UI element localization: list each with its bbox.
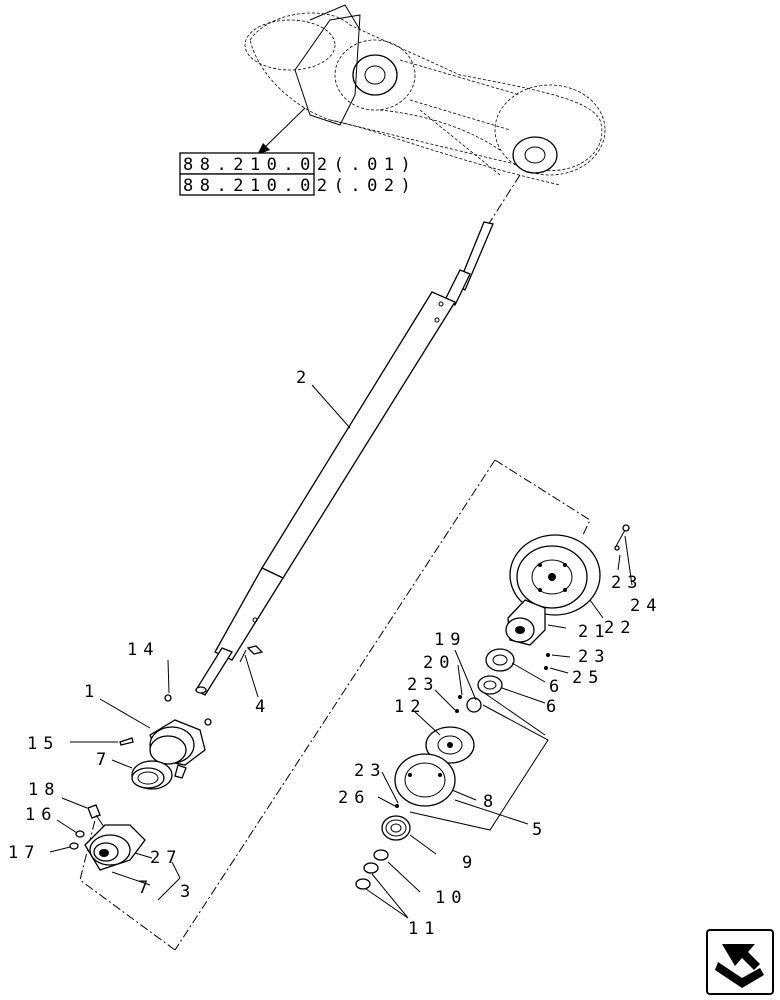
callout-10: 10 [435, 888, 467, 908]
callout-12: 12 [394, 697, 426, 717]
callout-20: 20 [423, 653, 455, 673]
callout-17: 17 [8, 843, 40, 863]
callout-16: 16 [25, 805, 57, 825]
callout-11: 11 [408, 919, 440, 939]
callout-23a: 23 [611, 573, 643, 593]
callout-26: 26 [338, 788, 370, 808]
shaft-part [195, 221, 494, 696]
reference-label-1: 88.210.02(.01) [183, 155, 417, 175]
callout-23b: 23 [578, 647, 610, 667]
callout-18: 18 [28, 780, 60, 800]
callout-6a: 6 [549, 677, 565, 697]
callout-15: 15 [27, 734, 59, 754]
callout-27: 27 [150, 848, 182, 868]
callout-25: 25 [572, 668, 604, 688]
navigate-arrow-icon[interactable] [706, 929, 774, 995]
callout-19: 19 [434, 630, 466, 650]
callout-2: 2 [296, 368, 312, 388]
reference-box-2[interactable]: 88.210.02(.02) [179, 173, 417, 196]
callout-7b: 7 [138, 878, 154, 898]
callout-24: 24 [630, 596, 662, 616]
callout-numbers: 2 14 1 15 7 18 16 17 27 7 3 4 23 24 22 2… [8, 368, 662, 939]
callout-5: 5 [532, 820, 548, 840]
callout-8: 8 [483, 792, 499, 812]
belt-drive-assembly-illustration [244, 4, 606, 186]
leader-lines [49, 384, 633, 919]
callout-23c: 23 [407, 675, 439, 695]
callout-6b: 6 [546, 697, 562, 717]
callout-7a: 7 [96, 750, 112, 770]
callout-1: 1 [84, 682, 100, 702]
reference-box-1[interactable]: 88.210.02(.01) [179, 152, 417, 175]
callout-3: 3 [180, 882, 196, 902]
reference-label-2: 88.210.02(.02) [183, 176, 417, 196]
callout-23d: 23 [354, 761, 386, 781]
callout-4: 4 [255, 697, 271, 717]
callout-9: 9 [462, 853, 478, 873]
callout-21: 21 [578, 622, 610, 642]
callout-14: 14 [127, 640, 159, 660]
left-bearing-assembly [69, 694, 212, 871]
callout-22: 22 [604, 618, 636, 638]
right-pulley-assembly [355, 524, 630, 890]
